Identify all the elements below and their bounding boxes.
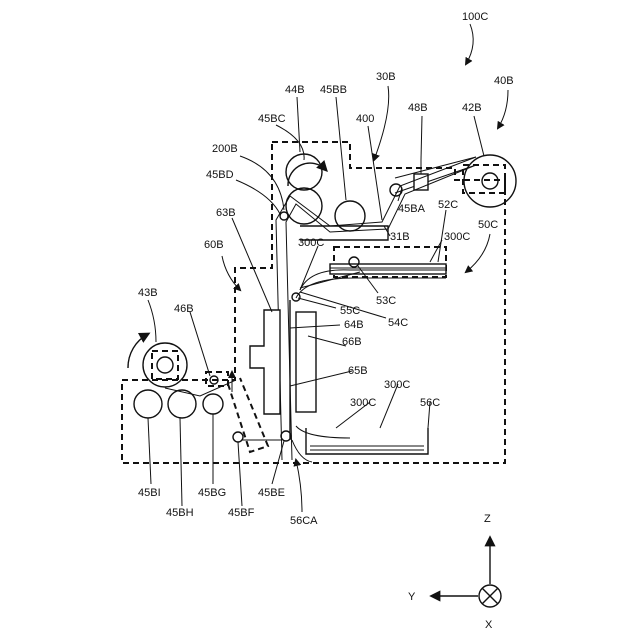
label-64B: 64B <box>344 319 364 331</box>
label-100C: 100C <box>462 11 488 23</box>
leader-30B <box>374 86 389 160</box>
label-44B: 44B <box>285 84 305 96</box>
label-54C: 54C <box>388 317 408 329</box>
label-56CA: 56CA <box>290 515 318 527</box>
label-300C-d: 300C <box>350 397 376 409</box>
label-45BB: 45BB <box>320 84 347 96</box>
label-45BF: 45BF <box>228 507 255 519</box>
label-53C: 53C <box>376 295 396 307</box>
label-45BD: 45BD <box>206 169 234 181</box>
label-400: 400 <box>356 113 374 125</box>
axis-label-x: X <box>485 619 493 631</box>
label-42B: 42B <box>462 102 482 114</box>
rotation-arrow-44B <box>288 163 326 186</box>
label-65B: 65B <box>348 365 368 377</box>
tray-56CA-path <box>292 440 312 462</box>
roller-45BD <box>280 212 288 220</box>
label-45BE: 45BE <box>258 487 285 499</box>
leader-43B <box>148 300 156 342</box>
label-30B: 30B <box>376 71 396 83</box>
axis-label-z: Z <box>484 513 491 525</box>
label-46B: 46B <box>174 303 194 315</box>
leader-40B <box>498 90 508 128</box>
leader-100C <box>466 24 473 64</box>
label-45BC: 45BC <box>258 113 286 125</box>
label-63B: 63B <box>216 207 236 219</box>
roll-43B-inner <box>157 357 173 373</box>
leader-60B <box>222 256 240 290</box>
label-31B: 31B <box>390 231 410 243</box>
label-45BI: 45BI <box>138 487 161 499</box>
label-45BH: 45BH <box>166 507 194 519</box>
head-63B <box>250 310 280 414</box>
label-50C: 50C <box>478 219 498 231</box>
leader-56CA <box>296 460 302 512</box>
roller-45BG <box>203 394 223 414</box>
label-48B: 48B <box>408 102 428 114</box>
tray-52C <box>330 264 446 274</box>
label-45BG: 45BG <box>198 487 226 499</box>
label-55C: 55C <box>340 305 360 317</box>
axis-label-y: Y <box>408 591 416 603</box>
label-300C-c: 300C <box>384 379 410 391</box>
label-200B: 200B <box>212 143 238 155</box>
roller-45BF-low <box>233 432 243 442</box>
roller-45BI <box>134 390 162 418</box>
rotation-arrow-43B <box>128 334 148 368</box>
label-40B: 40B <box>494 75 514 87</box>
label-43B: 43B <box>138 287 158 299</box>
label-60B: 60B <box>204 239 224 251</box>
label-52C: 52C <box>438 199 458 211</box>
label-56C: 56C <box>420 397 440 409</box>
unit-43B-enclosure <box>152 351 178 379</box>
label-66B: 66B <box>342 336 362 348</box>
label-300C-b: 300C <box>444 231 470 243</box>
label-300C-a: 300C <box>298 237 324 249</box>
label-45BA: 45BA <box>398 203 426 215</box>
